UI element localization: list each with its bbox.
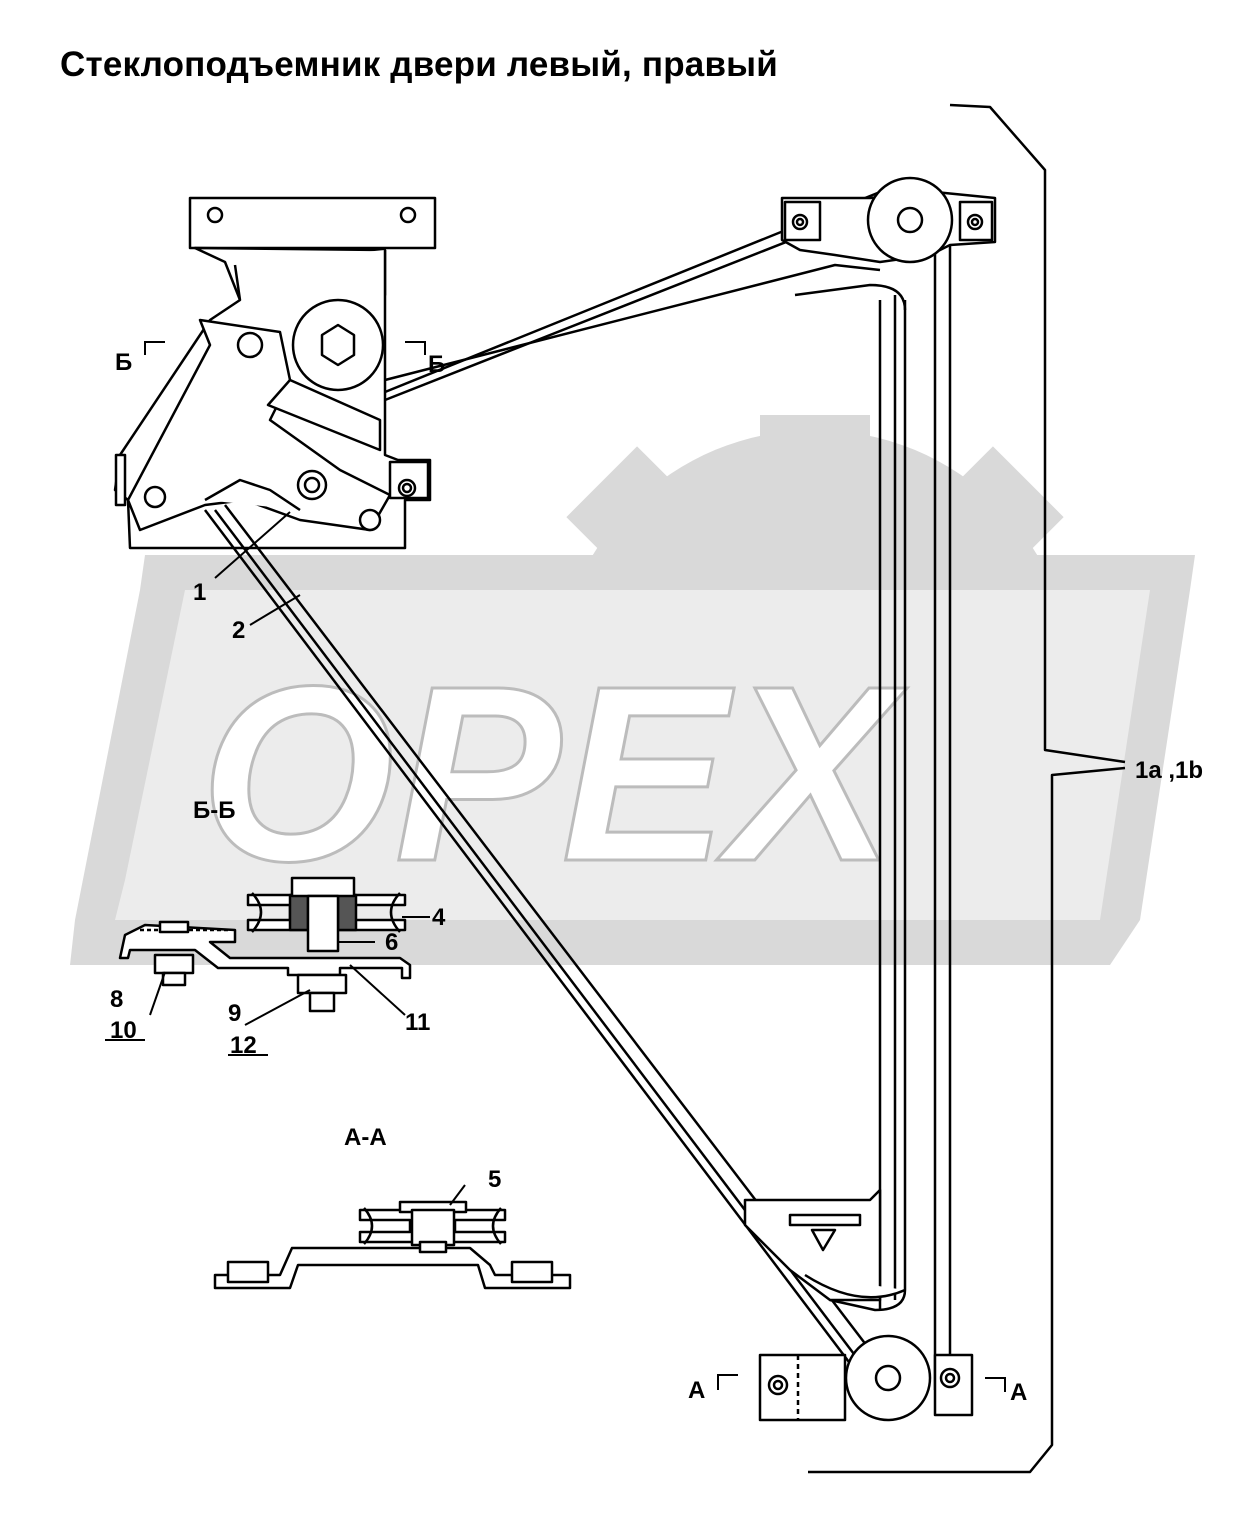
watermark-text: OPEX [200,634,908,913]
labels: Б Б А А Б-Б А-А 1 2 4 5 6 8 9 10 11 12 1… [110,349,1203,1406]
section-aa-view [213,1200,572,1290]
drive-unit [113,196,437,550]
page-title: Стеклоподъемник двери левый, правый [60,45,778,84]
bottom-pulley-bracket [743,1188,974,1422]
section-mark-bb-left: Б [115,349,132,376]
assembly-bracket-1a-1b [808,103,1126,1474]
section-title-bb: Б-Б [193,797,236,824]
section-mark-aa-left: А [688,1377,705,1404]
callout-8: 8 [110,986,123,1013]
callout-5: 5 [488,1166,501,1193]
regulator-assembly [113,103,1126,1474]
callout-4: 4 [432,904,446,931]
section-bb-view [118,876,412,1013]
callout-1: 1 [193,579,206,606]
top-pulley-bracket [780,176,997,264]
watermark-plate [70,555,1195,965]
section-mark-aa-right: А [1010,1379,1027,1406]
watermark: OPEX [70,415,1195,965]
section-mark-bb-right: Б [428,351,445,378]
callout-1a-1b: 1а ,1b [1135,757,1203,784]
callout-11: 11 [405,1009,430,1036]
cable-guide-top [384,263,881,382]
leader-lines [105,511,466,1206]
callout-2: 2 [232,617,245,644]
section-mark-lines [144,341,1006,1392]
callout-10: 10 [110,1017,137,1044]
callout-12: 12 [230,1032,257,1059]
callout-9: 9 [228,1000,241,1027]
section-title-aa: А-А [344,1124,387,1151]
guide-rail-top-curve [794,283,907,311]
callout-6: 6 [385,929,398,956]
